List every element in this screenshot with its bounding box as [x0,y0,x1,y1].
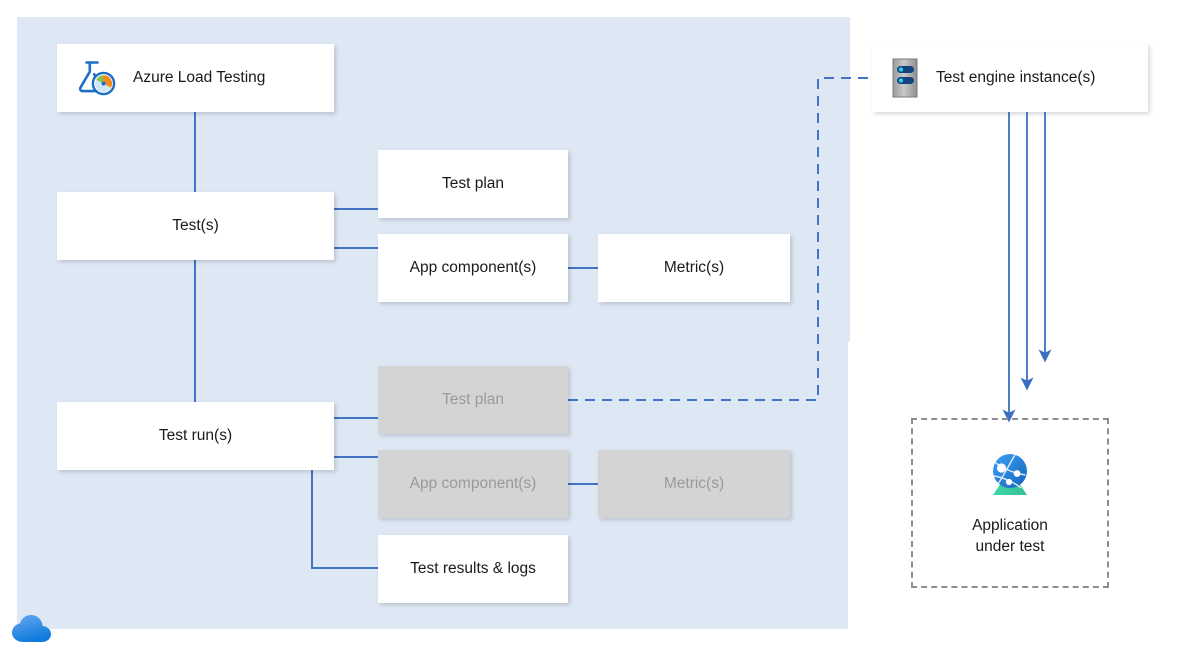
node-test-plan[interactable]: Test plan [378,150,568,218]
node-label: Test engine instance(s) [936,69,1096,87]
application-under-test-box: Application under test [911,418,1109,588]
azure-cloud-icon [12,615,51,642]
node-app-components-run[interactable]: App component(s) [378,450,568,518]
node-label: App component(s) [409,259,537,277]
server-rack-icon [890,57,920,99]
node-label: Test plan [441,391,505,409]
node-test-runs[interactable]: Test run(s) [57,402,334,470]
aut-label-line-2: under test [975,537,1045,555]
node-test-results-logs[interactable]: Test results & logs [378,535,568,603]
node-label: Test run(s) [158,427,233,445]
node-test-engine-instances[interactable]: Test engine instance(s) [872,44,1148,112]
node-azure-load-testing[interactable]: Azure Load Testing [57,44,334,112]
node-app-components[interactable]: App component(s) [378,234,568,302]
node-label: Metric(s) [663,475,725,493]
node-label: App component(s) [409,475,537,493]
node-label: Metric(s) [663,259,725,277]
globe-network-icon [982,449,1038,506]
node-tests[interactable]: Test(s) [57,192,334,260]
node-label: Test plan [441,175,505,193]
node-label: Test(s) [172,217,219,235]
node-metrics[interactable]: Metric(s) [598,234,790,302]
node-test-plan-run[interactable]: Test plan [378,366,568,434]
node-metrics-run[interactable]: Metric(s) [598,450,790,518]
application-under-test-label: Application under test [972,516,1048,558]
azure-load-testing-flask-icon [75,58,117,98]
node-label: Test results & logs [410,560,536,578]
aut-label-line-1: Application [972,516,1048,534]
node-label: Azure Load Testing [133,69,266,87]
